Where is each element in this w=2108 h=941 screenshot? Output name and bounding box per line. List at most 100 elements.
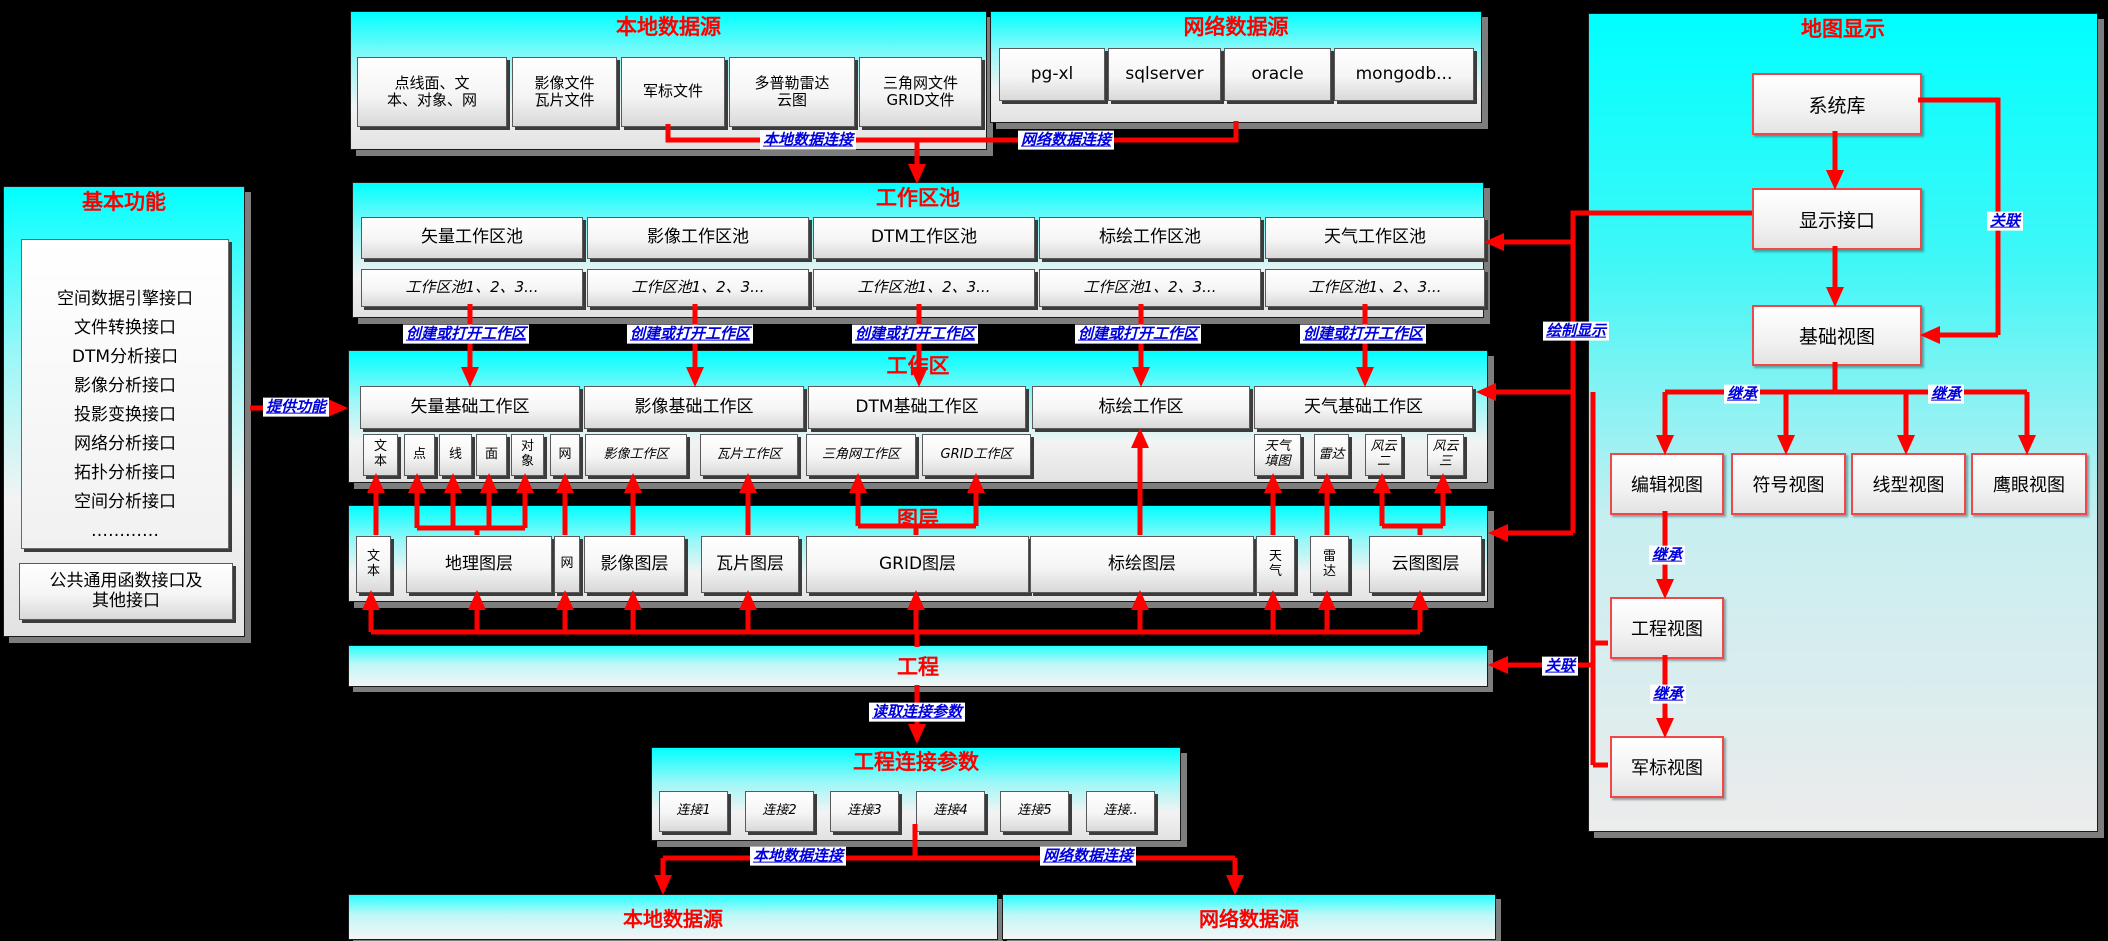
edge-label-local-conn-top: 本地数据连接 — [759, 130, 857, 150]
ws-small-grid-ws: GRID工作区 — [922, 434, 1031, 476]
interface-item: DTM分析接口 — [71, 347, 179, 367]
layer-cloud: 云图图层 — [1369, 536, 1482, 593]
ws-plot: 标绘工作区 — [1032, 386, 1250, 429]
net-item-sqlserver: sqlserver — [1108, 48, 1221, 101]
ws-image: 影像基础工作区 — [584, 386, 804, 429]
ws-small-weather-map: 天气 填图 — [1254, 434, 1301, 476]
node-eagle-eye-view: 鹰眼视图 — [1971, 453, 2087, 515]
workspace-panel: 工作区 矢量基础工作区 影像基础工作区 DTM基础工作区 标绘工作区 天气基础工… — [348, 350, 1488, 483]
layer-geo: 地理图层 — [406, 536, 552, 593]
interface-item: 拓扑分析接口 — [74, 463, 176, 483]
edge-label-create-open-5: 创建或打开工作区 — [1299, 324, 1427, 344]
local-item-vector: 点线面、文 本、对象、网 — [357, 57, 507, 127]
edge-label-create-open-4: 创建或打开工作区 — [1074, 324, 1202, 344]
ws-small-image-ws: 影像工作区 — [585, 434, 687, 476]
layer-weather: 天 气 — [1256, 536, 1295, 593]
network-datasource-panel: 网络数据源 pg-xl sqlserver oracle mongodb... — [990, 11, 1482, 123]
project-bar: 工程 — [348, 645, 1488, 687]
layer-tile: 瓦片图层 — [701, 536, 799, 593]
layer-net: 网 — [554, 536, 580, 593]
node-base-view: 基础视图 — [1752, 305, 1922, 366]
local-item-image-tile: 影像文件 瓦片文件 — [512, 57, 617, 127]
bottom-network-datasource-bar: 网络数据源 — [1002, 894, 1496, 940]
bottom-local-datasource-bar: 本地数据源 — [348, 894, 998, 940]
ws-small-fy2: 风云 二 — [1365, 434, 1402, 476]
pool-vector: 矢量工作区池 — [361, 217, 583, 259]
node-military-view: 军标视图 — [1610, 736, 1724, 798]
layers-panel: 图层 文 本 地理图层 网 影像图层 瓦片图层 GRID图层 标绘图层 天 气 … — [348, 505, 1488, 602]
layer-image: 影像图层 — [584, 536, 685, 593]
panel-title: 本地数据源 — [616, 15, 721, 39]
conn-2: 连接2 — [745, 791, 814, 832]
interfaces-box: 空间数据引擎接口 文件转换接口 DTM分析接口 影像分析接口 投影变换接口 网络… — [21, 239, 229, 549]
local-datasource-panel: 本地数据源 点线面、文 本、对象、网 影像文件 瓦片文件 军标文件 多普勒雷达 … — [350, 11, 987, 150]
ws-small-line: 线 — [439, 434, 472, 476]
edge-label-inherit-project-view: 继承 — [1648, 545, 1686, 565]
edge-label-inherit-military-view: 继承 — [1649, 684, 1687, 704]
panel-title: 网络数据源 — [1183, 15, 1289, 39]
ws-weather: 天气基础工作区 — [1254, 386, 1473, 429]
edge-label-provide: 提供功能 — [262, 397, 330, 417]
layer-text: 文 本 — [356, 536, 391, 593]
panel-title: 地图显示 — [1801, 17, 1885, 41]
ws-small-fy3: 风云 三 — [1427, 434, 1464, 476]
panel-title: 工作区 — [886, 354, 950, 378]
edge-label-net-conn-top: 网络数据连接 — [1017, 130, 1115, 150]
pool-weather: 天气工作区池 — [1265, 217, 1485, 259]
edge-label-create-open-1: 创建或打开工作区 — [402, 324, 530, 344]
ws-small-object: 对 象 — [511, 434, 544, 476]
map-display-panel: 地图显示 — [1588, 13, 2098, 832]
conn-3: 连接3 — [830, 791, 899, 832]
pool-instances: 工作区池1、2、3... — [1265, 269, 1485, 307]
node-symbol-view: 符号视图 — [1731, 453, 1846, 515]
pool-instances: 工作区池1、2、3... — [813, 269, 1035, 307]
workspace-pool-panel: 工作区池 矢量工作区池 影像工作区池 DTM工作区池 标绘工作区池 天气工作区池… — [352, 182, 1485, 318]
interface-item: 网络分析接口 — [74, 434, 176, 454]
pool-instances: 工作区池1、2、3... — [1039, 269, 1261, 307]
basic-functions-panel: 基本功能 空间数据引擎接口 文件转换接口 DTM分析接口 影像分析接口 投影变换… — [3, 186, 245, 637]
net-item-mongodb: mongodb... — [1334, 48, 1474, 101]
edge-label-read-params: 读取连接参数 — [868, 702, 966, 722]
pool-instances: 工作区池1、2、3... — [361, 269, 583, 307]
common-functions-box: 公共通用函数接口及 其他接口 — [19, 563, 233, 620]
bar-title: 本地数据源 — [623, 906, 723, 931]
local-item-tin-grid: 三角网文件 GRID文件 — [859, 57, 982, 127]
interface-item: 影像分析接口 — [74, 376, 176, 396]
edge-label-assoc-project: 关联 — [1541, 656, 1579, 676]
ws-small-radar: 雷达 — [1314, 434, 1349, 476]
ws-small-text: 文 本 — [363, 434, 398, 476]
edge-label-assoc-sysdb: 关联 — [1986, 211, 2024, 231]
conn-params-panel: 工程连接参数 连接1 连接2 连接3 连接4 连接5 连接.. — [651, 747, 1181, 841]
node-project-view: 工程视图 — [1610, 597, 1724, 659]
local-item-military: 军标文件 — [621, 57, 725, 127]
node-display-interface: 显示接口 — [1752, 188, 1922, 250]
interface-item-ellipsis: ………… — [91, 521, 159, 541]
edge-label-draw-display: 绘制显示 — [1542, 321, 1610, 341]
net-item-pgxl: pg-xl — [999, 48, 1105, 101]
ws-small-point: 点 — [404, 434, 435, 476]
pool-instances: 工作区池1、2、3... — [587, 269, 809, 307]
interface-item: 投影变换接口 — [74, 405, 176, 425]
layer-plot: 标绘图层 — [1030, 536, 1254, 593]
local-item-doppler: 多普勒雷达 云图 — [729, 57, 855, 127]
panel-title: 图层 — [897, 507, 939, 531]
conn-etc: 连接.. — [1086, 791, 1155, 832]
layer-grid: GRID图层 — [806, 536, 1029, 593]
edge-label-inherit-left: 继承 — [1723, 384, 1761, 404]
layer-radar: 雷 达 — [1310, 536, 1349, 593]
conn-1: 连接1 — [659, 791, 728, 832]
net-item-oracle: oracle — [1224, 48, 1331, 101]
edge-label-inherit-right: 继承 — [1927, 384, 1965, 404]
bar-title: 网络数据源 — [1199, 906, 1299, 931]
node-linetype-view: 线型视图 — [1851, 453, 1966, 515]
panel-title: 工程连接参数 — [853, 750, 979, 774]
node-edit-view: 编辑视图 — [1610, 453, 1724, 515]
conn-5: 连接5 — [1000, 791, 1069, 832]
edge-label-net-conn-bottom: 网络数据连接 — [1039, 846, 1137, 866]
interface-item: 空间分析接口 — [74, 492, 176, 512]
bar-title: 工程 — [897, 655, 939, 679]
ws-small-net: 网 — [550, 434, 580, 476]
edge-label-create-open-2: 创建或打开工作区 — [626, 324, 754, 344]
conn-4: 连接4 — [916, 791, 985, 832]
